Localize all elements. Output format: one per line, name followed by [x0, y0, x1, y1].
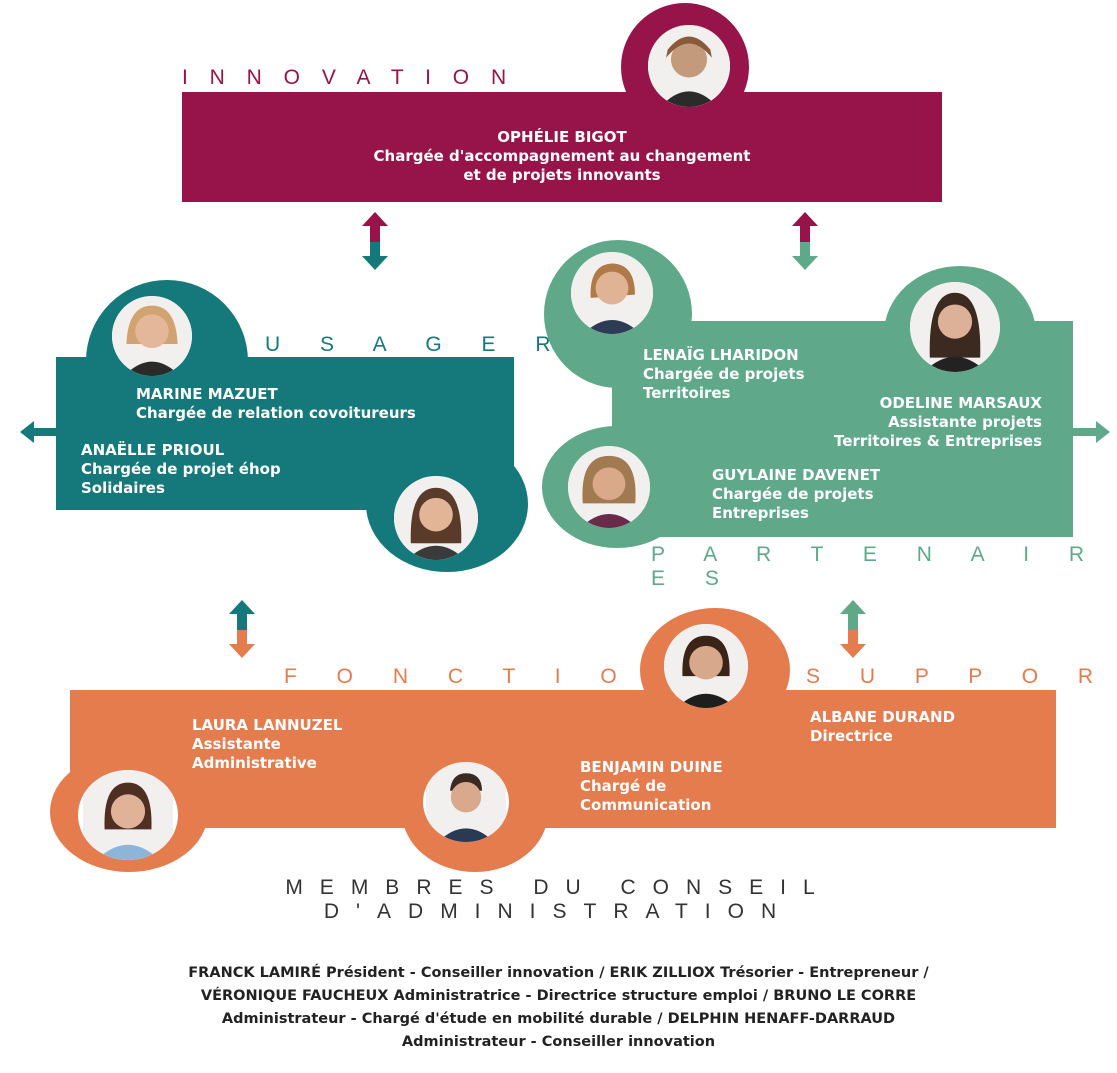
partenaires-text-3: GUYLAINE DAVENET Chargée de projets Entr… [712, 466, 880, 523]
fonctions-box [70, 690, 1056, 828]
person-role: Assistante [192, 735, 281, 753]
portrait-icon [648, 25, 730, 107]
person-role: Chargée de relation covoitureurs [136, 404, 416, 422]
person-role: Chargée de projets [643, 365, 805, 383]
double-arrow-icon [362, 212, 388, 270]
section-label-innovation: I N N O V A T I O N [182, 66, 515, 89]
person-role: Assistante projets [888, 413, 1042, 431]
portrait-icon [664, 624, 748, 708]
partenaires-text-1: LENAÏG LHARIDON Chargée de projets Terri… [643, 346, 805, 403]
board-members-line: VÉRONIQUE FAUCHEUX Administratrice - Dir… [200, 988, 917, 1004]
portrait-icon [394, 476, 478, 560]
section-label-fonctions: F O N C T I O N S [284, 665, 743, 688]
usagers-text-2: ANAËLLE PRIOUL Chargée de projet éhop So… [81, 441, 281, 498]
board-members-line: Administrateur - Chargé d'étude en mobil… [221, 1011, 896, 1027]
fonctions-text-1: LAURA LANNUZEL Assistante Administrative [192, 716, 342, 773]
portrait-icon [571, 252, 653, 334]
double-arrow-icon [229, 600, 255, 658]
person-role: Solidaires [81, 479, 165, 497]
board-title-line: D'ADMINISTRATION [323, 900, 794, 923]
person-role: et de projets innovants [463, 166, 661, 184]
person-name: OPHÉLIE BIGOT [497, 128, 627, 146]
fonctions-text-3: BENJAMIN DUINE Chargé de Communication [580, 758, 723, 815]
portrait-icon [112, 296, 192, 376]
person-name: LAURA LANNUZEL [192, 716, 343, 734]
section-label-partenaires: P A R T E N A I R E S [651, 543, 1102, 590]
person-role: Chargée d'accompagnement au changement [373, 147, 751, 165]
person-role: Territoires & Entreprises [834, 432, 1042, 450]
section-label-usagers: U S A G E R S [265, 333, 622, 356]
double-arrow-icon [792, 212, 818, 270]
person-role: Chargée de projet éhop [81, 460, 281, 478]
person-role: Directrice [810, 727, 893, 745]
board-title-line: MEMBRES DU CONSEIL [285, 876, 832, 899]
fonctions-text-2: ALBANE DURAND Directrice [810, 708, 955, 746]
innovation-text: OPHÉLIE BIGOT Chargée d'accompagnement a… [300, 128, 824, 185]
board-members: FRANCK LAMIRÉ Président - Conseiller inn… [70, 962, 1047, 1054]
board-title: MEMBRES DU CONSEIL D'ADMINISTRATION [0, 876, 1117, 924]
person-name: ODELINE MARSAUX [879, 394, 1042, 412]
person-role: Communication [580, 796, 712, 814]
person-role: Entreprises [712, 504, 809, 522]
board-members-line: FRANCK LAMIRÉ Président - Conseiller inn… [188, 965, 929, 981]
person-role: Chargé de [580, 777, 667, 795]
arrow-left-icon [20, 421, 60, 443]
usagers-text-1: MARINE MAZUET Chargée de relation covoit… [136, 385, 416, 423]
person-role: Territoires [643, 384, 731, 402]
partenaires-text-2: ODELINE MARSAUX Assistante projets Terri… [780, 394, 1042, 451]
person-role: Administrative [192, 754, 317, 772]
person-name: ALBANE DURAND [810, 708, 956, 726]
person-role: Chargée de projets [712, 485, 874, 503]
portrait-icon [568, 446, 650, 528]
board-members-line: Administrateur - Conseiller innovation [401, 1034, 716, 1050]
double-arrow-icon [840, 600, 866, 658]
arrow-right-icon [1070, 421, 1110, 443]
person-name: LENAÏG LHARIDON [643, 346, 799, 364]
person-name: BENJAMIN DUINE [580, 758, 723, 776]
person-name: MARINE MAZUET [136, 385, 278, 403]
person-name: GUYLAINE DAVENET [712, 466, 881, 484]
portrait-icon [423, 762, 509, 842]
portrait-icon [910, 282, 1000, 372]
person-name: ANAËLLE PRIOUL [81, 441, 225, 459]
innovation-box [182, 92, 942, 202]
portrait-icon [78, 770, 178, 860]
